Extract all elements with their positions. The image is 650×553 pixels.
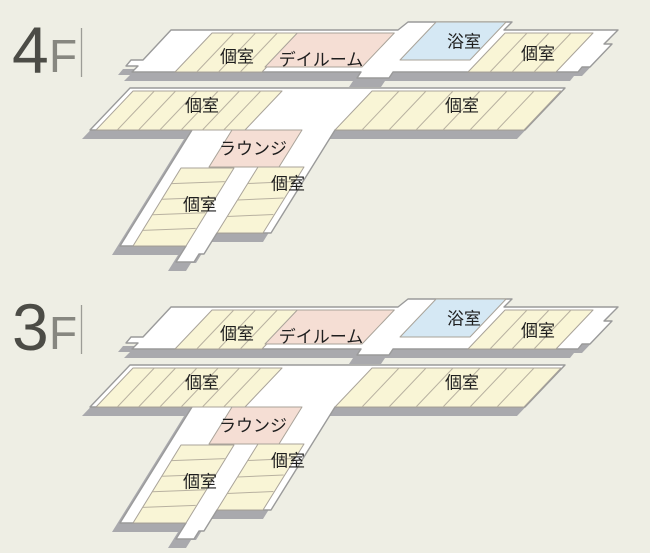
room-divider	[162, 196, 216, 200]
room-divider	[152, 212, 206, 216]
room-dayroom	[264, 32, 395, 68]
room-label-private: 個室	[445, 374, 479, 393]
room-label-private: 個室	[185, 97, 219, 116]
room-divider	[247, 181, 294, 184]
room-label-private: 個室	[220, 325, 254, 344]
room-private	[132, 167, 235, 247]
room-divider	[239, 32, 278, 73]
room-divider	[469, 367, 508, 408]
room-label-dayroom: デイルーム	[279, 50, 364, 70]
room-divider	[218, 309, 256, 350]
room-label-bath: 浴室	[447, 310, 481, 329]
room-divider	[442, 90, 481, 131]
room-label-private: 個室	[183, 196, 217, 215]
room-label-private: 個室	[445, 97, 479, 116]
room-divider	[159, 90, 198, 131]
room-divider	[152, 489, 206, 493]
room-divider	[227, 214, 274, 217]
room-divider	[196, 32, 235, 73]
room-divider	[388, 90, 427, 131]
floor-number-4f: 4	[12, 13, 49, 87]
room-private	[334, 367, 562, 408]
room-divider	[180, 90, 219, 131]
room-label-dayroom: デイルーム	[279, 327, 364, 347]
room-divider	[162, 473, 216, 477]
room-private	[95, 90, 283, 131]
room-divider	[116, 367, 155, 408]
room-divider	[171, 181, 225, 185]
room-divider	[171, 458, 225, 462]
room-divider	[159, 367, 198, 408]
floor-suffix-3f: F	[49, 307, 77, 359]
room-private	[95, 367, 283, 408]
room-divider	[469, 90, 508, 131]
room-label-lounge: ラウンジ	[219, 140, 287, 159]
room-divider	[227, 491, 274, 494]
room-divider	[218, 32, 256, 73]
room-divider	[142, 227, 196, 231]
room-divider	[202, 367, 240, 408]
room-divider	[239, 309, 278, 350]
room-divider	[511, 32, 550, 73]
room-label-private: 個室	[271, 452, 305, 471]
room-private	[334, 90, 562, 131]
room-divider	[361, 367, 400, 408]
room-bath	[399, 298, 507, 338]
room-divider	[361, 90, 400, 131]
room-divider	[138, 90, 176, 131]
room-divider	[496, 90, 535, 131]
room-divider	[180, 367, 219, 408]
room-divider	[489, 32, 528, 73]
room-divider	[415, 367, 454, 408]
room-label-private: 個室	[521, 45, 555, 64]
room-divider	[116, 90, 155, 131]
room-label-lounge: ラウンジ	[219, 417, 287, 436]
room-divider	[415, 90, 454, 131]
room-divider	[202, 90, 240, 131]
room-divider	[138, 367, 176, 408]
room-label-private: 個室	[185, 374, 219, 393]
room-divider	[533, 309, 572, 350]
room-private	[132, 444, 235, 524]
room-divider	[237, 474, 284, 478]
room-divider	[247, 458, 294, 461]
room-dayroom	[264, 309, 395, 345]
room-label-private: 個室	[271, 175, 305, 194]
room-label-private: 個室	[183, 473, 217, 492]
room-divider	[196, 309, 235, 350]
room-bath	[399, 21, 507, 61]
room-divider	[388, 367, 427, 408]
room-divider	[142, 504, 196, 508]
room-divider	[223, 90, 262, 131]
room-divider	[511, 309, 550, 350]
room-divider	[223, 367, 262, 408]
room-label-private: 個室	[521, 322, 555, 341]
floor-suffix-4f: F	[49, 30, 77, 82]
floor-number-3f: 3	[12, 290, 49, 364]
room-divider	[237, 197, 284, 201]
room-divider	[442, 367, 481, 408]
room-label-bath: 浴室	[447, 33, 481, 52]
room-label-private: 個室	[220, 48, 254, 67]
room-divider	[533, 32, 572, 73]
room-divider	[489, 309, 528, 350]
room-divider	[496, 367, 535, 408]
